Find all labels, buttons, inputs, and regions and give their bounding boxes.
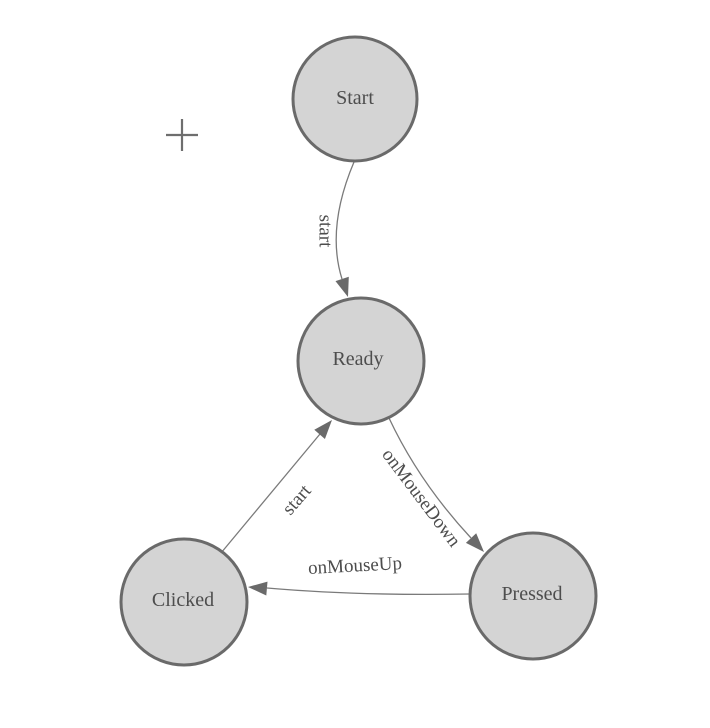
transition-edge-pressed-to-clicked[interactable]: onMouseUp — [248, 553, 471, 596]
arrowhead — [465, 533, 484, 552]
state-node-clicked[interactable]: Clicked — [119, 537, 249, 667]
edge-line — [266, 587, 471, 596]
transition-edge-start-to-ready[interactable]: start — [315, 161, 355, 297]
edge-line — [335, 161, 355, 280]
edge-label: start — [278, 480, 316, 519]
state-node-start[interactable]: Start — [291, 35, 419, 163]
state-circle — [296, 296, 426, 426]
state-node-ready[interactable]: Ready — [296, 296, 426, 426]
arrowhead — [248, 581, 268, 596]
state-circle — [468, 531, 598, 661]
edge-label: onMouseUp — [308, 553, 403, 579]
state-circle — [291, 35, 419, 163]
transition-edge-clicked-to-ready[interactable]: start — [220, 420, 332, 554]
state-node-pressed[interactable]: Pressed — [468, 531, 598, 661]
arrowhead — [314, 420, 332, 439]
transition-edge-ready-to-pressed[interactable]: onMouseDown — [377, 417, 484, 552]
state-label: Ready — [332, 348, 383, 370]
edge-line — [388, 417, 472, 539]
state-label: Start — [336, 87, 374, 109]
edge-label: onMouseDown — [377, 445, 465, 552]
edge-label: start — [315, 215, 336, 248]
state-label: Clicked — [152, 589, 214, 611]
edge-line — [220, 433, 321, 554]
origin-plus-icon — [166, 119, 198, 151]
state-label: Pressed — [501, 583, 562, 605]
state-circle — [119, 537, 249, 667]
arrowhead — [335, 276, 349, 297]
